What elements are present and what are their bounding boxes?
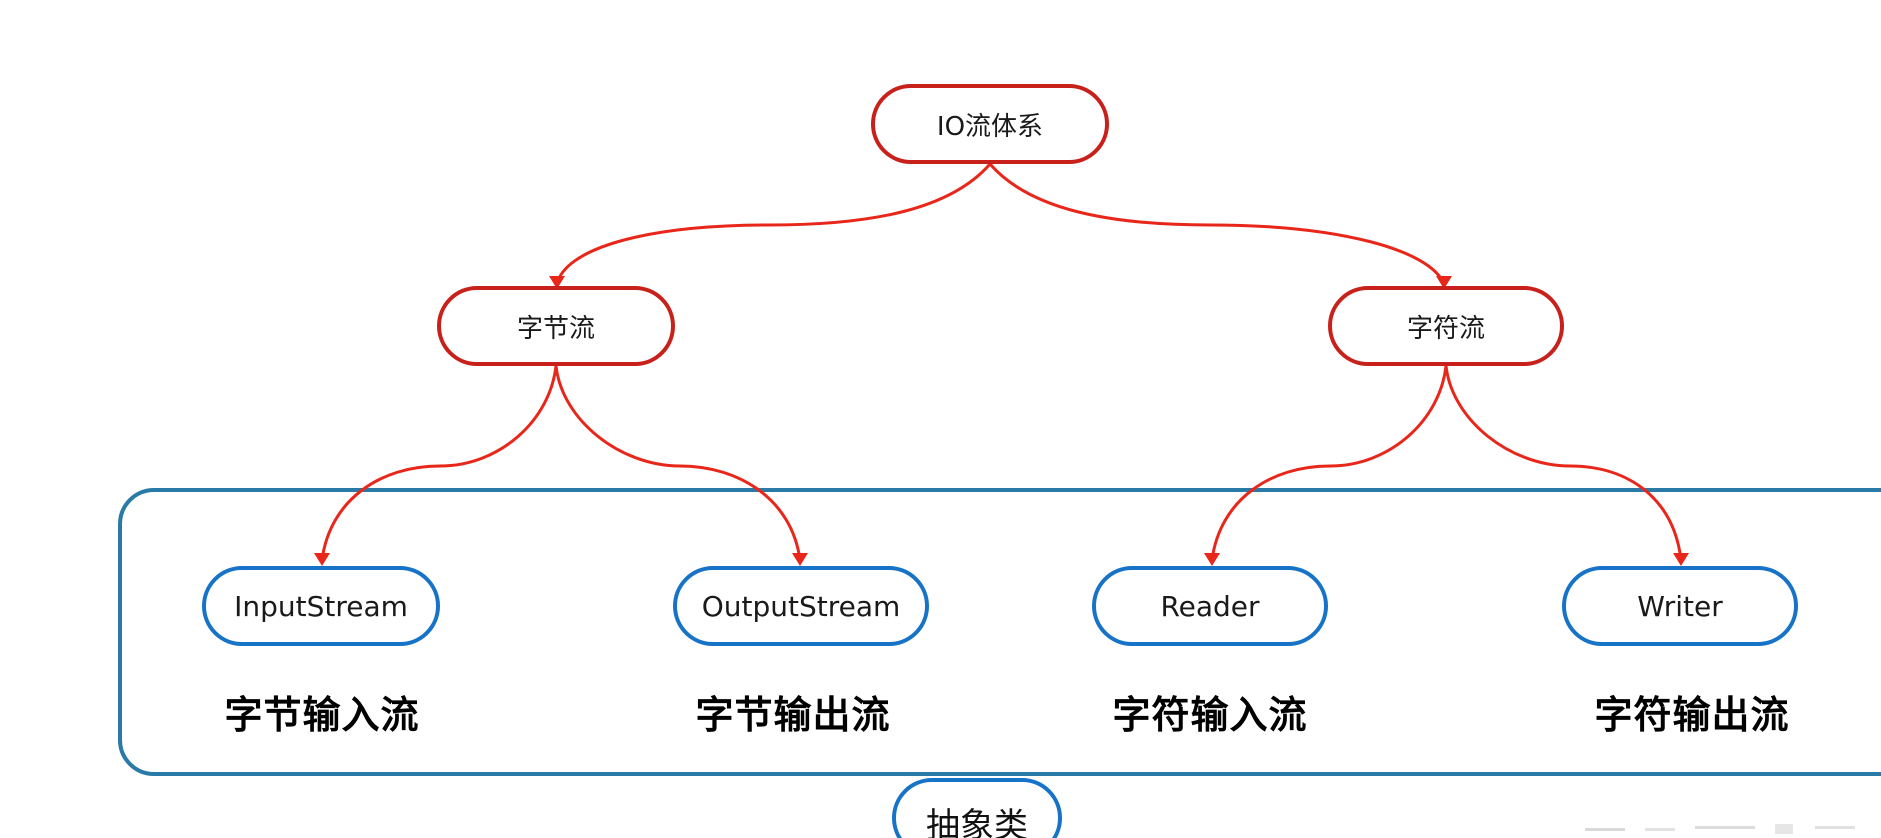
- byte-stream-node: 字节流: [437, 286, 675, 366]
- writer-label: Writer: [1637, 589, 1723, 623]
- arrowhead-reader: [1204, 553, 1220, 566]
- arrowhead-byte-stream: [549, 276, 565, 289]
- char-stream-node: 字符流: [1328, 286, 1564, 366]
- edge-byte-to-inputstream: [320, 365, 558, 561]
- char-stream-label: 字符流: [1406, 313, 1485, 344]
- root-node: IO流体系: [871, 84, 1109, 164]
- edge-byte-to-outputstream: [554, 365, 802, 561]
- reader-caption: 字符输入流: [1112, 693, 1308, 737]
- writer-node: Writer: [1562, 566, 1798, 646]
- reader-node: Reader: [1092, 566, 1328, 646]
- arrowhead-char-stream: [1436, 276, 1452, 289]
- byte-stream-label: 字节流: [516, 313, 595, 344]
- writer-caption: 字符输出流: [1594, 693, 1790, 737]
- abstract-class-label: 抽象类: [926, 806, 1028, 838]
- inputstream-node: InputStream: [202, 566, 440, 646]
- arrowhead-inputstream: [314, 553, 330, 566]
- outputstream-label: OutputStream: [701, 589, 901, 623]
- reader-label: Reader: [1160, 589, 1260, 623]
- abstract-class-tag: 抽象类: [892, 778, 1062, 838]
- root-node-label: IO流体系: [936, 111, 1044, 142]
- abstract-class-group-box: [118, 488, 1881, 776]
- edge-root-to-byte-stream: [555, 163, 992, 285]
- edge-char-to-writer: [1444, 365, 1683, 561]
- outputstream-node: OutputStream: [673, 566, 929, 646]
- outputstream-caption: 字节输出流: [695, 693, 891, 737]
- arrowhead-writer: [1673, 553, 1689, 566]
- edge-char-to-reader: [1210, 365, 1448, 561]
- arrowhead-outputstream: [792, 553, 808, 566]
- inputstream-caption: 字节输入流: [224, 693, 420, 737]
- faint-watermark-marks: [1585, 824, 1855, 834]
- edge-root-to-char-stream: [988, 163, 1446, 285]
- inputstream-label: InputStream: [234, 589, 408, 623]
